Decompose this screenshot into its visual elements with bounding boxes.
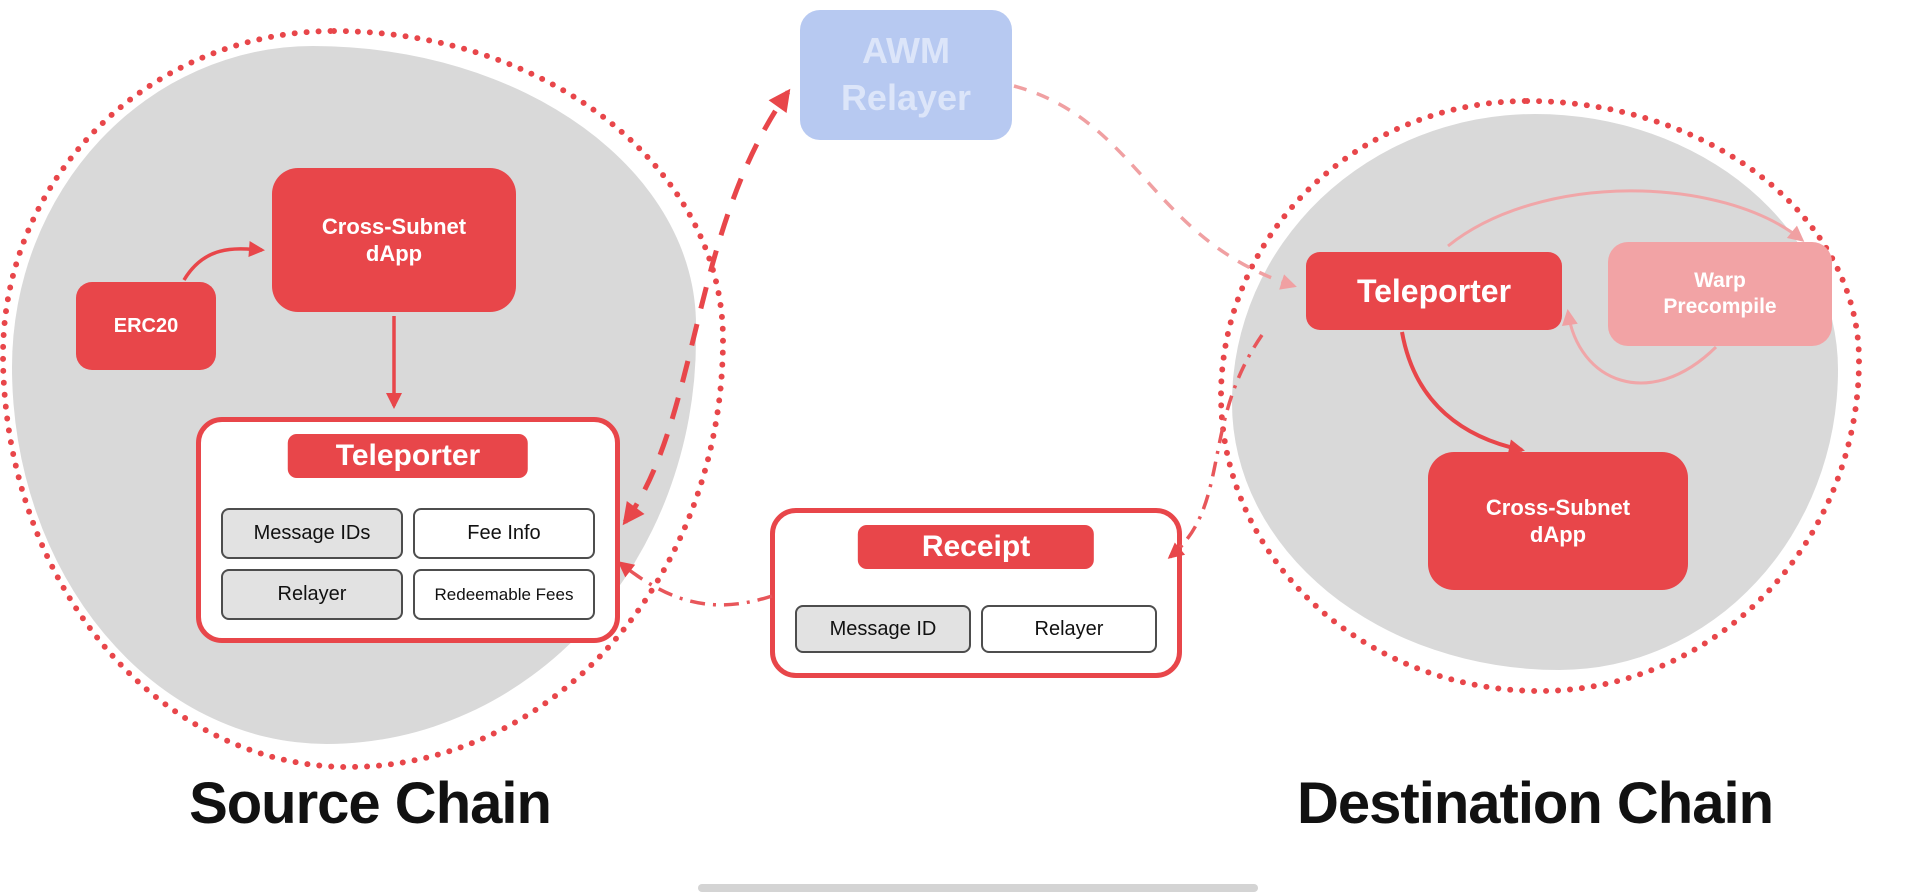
receipt-cells: Message ID Relayer: [795, 605, 1157, 653]
cell-redeemable-fees: Redeemable Fees: [413, 569, 595, 620]
arrow-awm-relayer-to-destination-teleporter: [1013, 84, 1297, 290]
receipt-title-badge: Receipt: [857, 525, 1095, 569]
erc20-node: ERC20: [76, 282, 216, 370]
destination-chain-dotted-outline: [1218, 98, 1862, 694]
cell-receipt-message-id: Message ID: [795, 605, 971, 653]
receipt-panel: Receipt Message ID Relayer: [770, 508, 1182, 678]
source-chain-dotted-outline: [0, 28, 726, 770]
warp-precompile-node: Warp Precompile: [1608, 242, 1832, 346]
destination-cross-subnet-dapp-node: Cross-Subnet dApp: [1428, 452, 1688, 590]
cell-message-ids: Message IDs: [221, 508, 403, 559]
destination-dapp-label-line1: Cross-Subnet: [1485, 494, 1631, 520]
source-dapp-label-line2: dApp: [365, 241, 423, 266]
source-teleporter-title-badge: Teleporter: [287, 434, 529, 478]
destination-teleporter-node: Teleporter: [1306, 252, 1562, 330]
erc20-label: ERC20: [113, 314, 179, 337]
cell-relayer: Relayer: [221, 569, 403, 620]
source-dapp-label-line1: Cross-Subnet: [321, 213, 467, 239]
awm-relayer-label-line1: AWM: [862, 30, 950, 72]
cell-fee-info: Fee Info: [413, 508, 595, 559]
source-chain-label: Source Chain: [189, 771, 552, 836]
warp-label-line2: Precompile: [1663, 295, 1777, 318]
destination-teleporter-label: Teleporter: [1356, 273, 1512, 309]
source-teleporter-cells: Message IDs Fee Info Relayer Redeemable …: [221, 508, 595, 620]
cell-receipt-relayer: Relayer: [981, 605, 1157, 653]
warp-label-line1: Warp: [1694, 268, 1746, 292]
awm-relayer-node: AWM Relayer: [800, 10, 1012, 140]
source-teleporter-panel: Teleporter Message IDs Fee Info Relayer …: [196, 417, 620, 643]
horizontal-scrollbar[interactable]: [698, 884, 1258, 892]
source-cross-subnet-dapp-node: Cross-Subnet dApp: [272, 168, 516, 312]
destination-chain-label: Destination Chain: [1296, 771, 1774, 836]
destination-dapp-label-line2: dApp: [1529, 522, 1587, 547]
awm-relayer-label-line2: Relayer: [840, 77, 972, 118]
